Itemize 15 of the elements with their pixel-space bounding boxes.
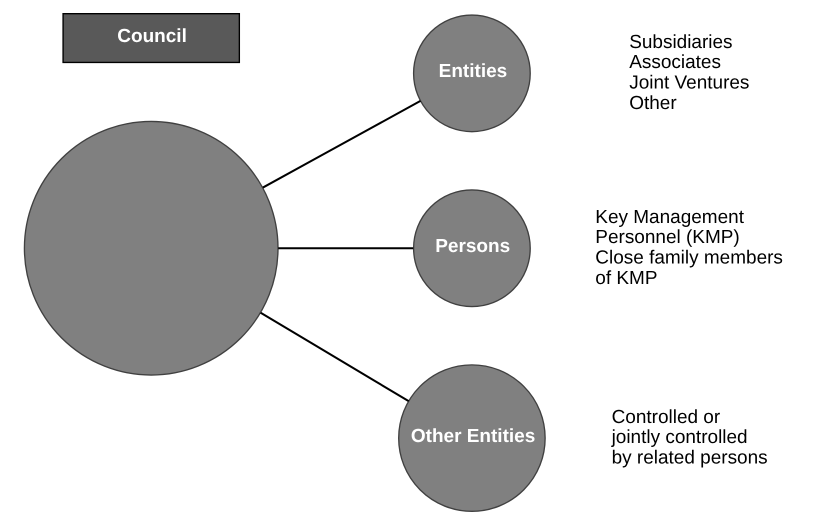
node-circle [23, 120, 278, 376]
node-label: Key Management Personnel (KMP) [594, 206, 744, 248]
connector [278, 247, 413, 250]
node-label: Subsidiaries [628, 32, 732, 53]
node-label: Close family members of KMP [594, 247, 782, 289]
node-label: Joint Ventures [628, 72, 749, 94]
connector [262, 100, 420, 188]
node-circle: Persons [412, 189, 530, 308]
node-circle: Entities [412, 14, 530, 132]
node-box: Council [62, 13, 240, 64]
connector [260, 312, 409, 402]
node-circle: Other Entities [398, 364, 546, 512]
node-label: Other [628, 92, 676, 114]
node-label: Associates [628, 52, 720, 74]
node-label: Controlled or jointly controlled by related persons [611, 406, 768, 468]
